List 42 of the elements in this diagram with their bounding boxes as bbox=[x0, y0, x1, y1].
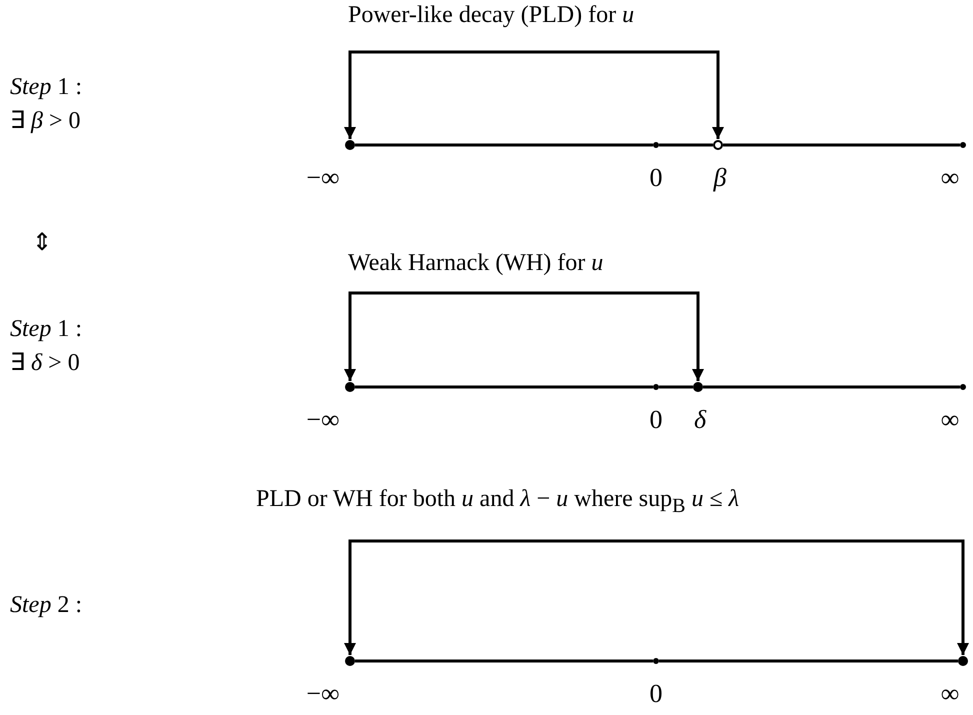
bracket-arrow bbox=[344, 540, 969, 655]
point-marker bbox=[653, 142, 659, 148]
number-line-segment bbox=[355, 660, 653, 662]
step-label: Step 2 : bbox=[10, 592, 82, 619]
number-line-segment bbox=[723, 144, 960, 146]
point-marker bbox=[653, 384, 659, 390]
point-marker bbox=[345, 656, 355, 666]
point-marker bbox=[345, 382, 355, 392]
point-label: −∞ bbox=[306, 679, 340, 709]
point-label: −∞ bbox=[306, 163, 340, 193]
point-label: 0 bbox=[650, 679, 662, 709]
point-label: ∞ bbox=[940, 405, 960, 435]
step-label: Step 1 : bbox=[10, 316, 82, 343]
bracket-arrow bbox=[344, 50, 724, 139]
point-label: −∞ bbox=[306, 405, 340, 435]
point-marker bbox=[960, 384, 966, 390]
edge-label: PLD or WH for both u and λ − u where sup$_{B}$ u ≤ λ bbox=[256, 486, 740, 518]
edge-label: Weak Harnack (WH) for u bbox=[348, 250, 604, 277]
point-marker bbox=[693, 382, 703, 392]
point-label: 0 bbox=[650, 163, 662, 193]
step-label: ⇕ bbox=[32, 229, 52, 257]
step-label: ∃ β > 0 bbox=[10, 107, 80, 135]
point-marker bbox=[345, 140, 355, 150]
number-line-segment bbox=[659, 660, 958, 662]
bracket-arrow bbox=[344, 292, 704, 381]
number-line-segment bbox=[703, 386, 960, 388]
number-line-segment bbox=[659, 144, 713, 146]
point-label: 0 bbox=[650, 405, 662, 435]
point-marker bbox=[958, 656, 968, 666]
number-line-segment bbox=[355, 386, 653, 388]
edge-label: Power-like decay (PLD) for u bbox=[348, 2, 634, 29]
open-point bbox=[713, 140, 723, 150]
step-label: ∃ δ > 0 bbox=[10, 349, 80, 377]
point-label: ∞ bbox=[940, 163, 960, 193]
point-label: δ bbox=[694, 405, 706, 435]
point-label: β bbox=[714, 163, 726, 193]
number-line-segment bbox=[659, 386, 693, 388]
point-marker bbox=[960, 142, 966, 148]
point-label: ∞ bbox=[940, 679, 960, 709]
point-marker bbox=[653, 658, 659, 664]
step-label: Step 1 : bbox=[10, 74, 82, 101]
number-line-segment bbox=[355, 144, 653, 146]
